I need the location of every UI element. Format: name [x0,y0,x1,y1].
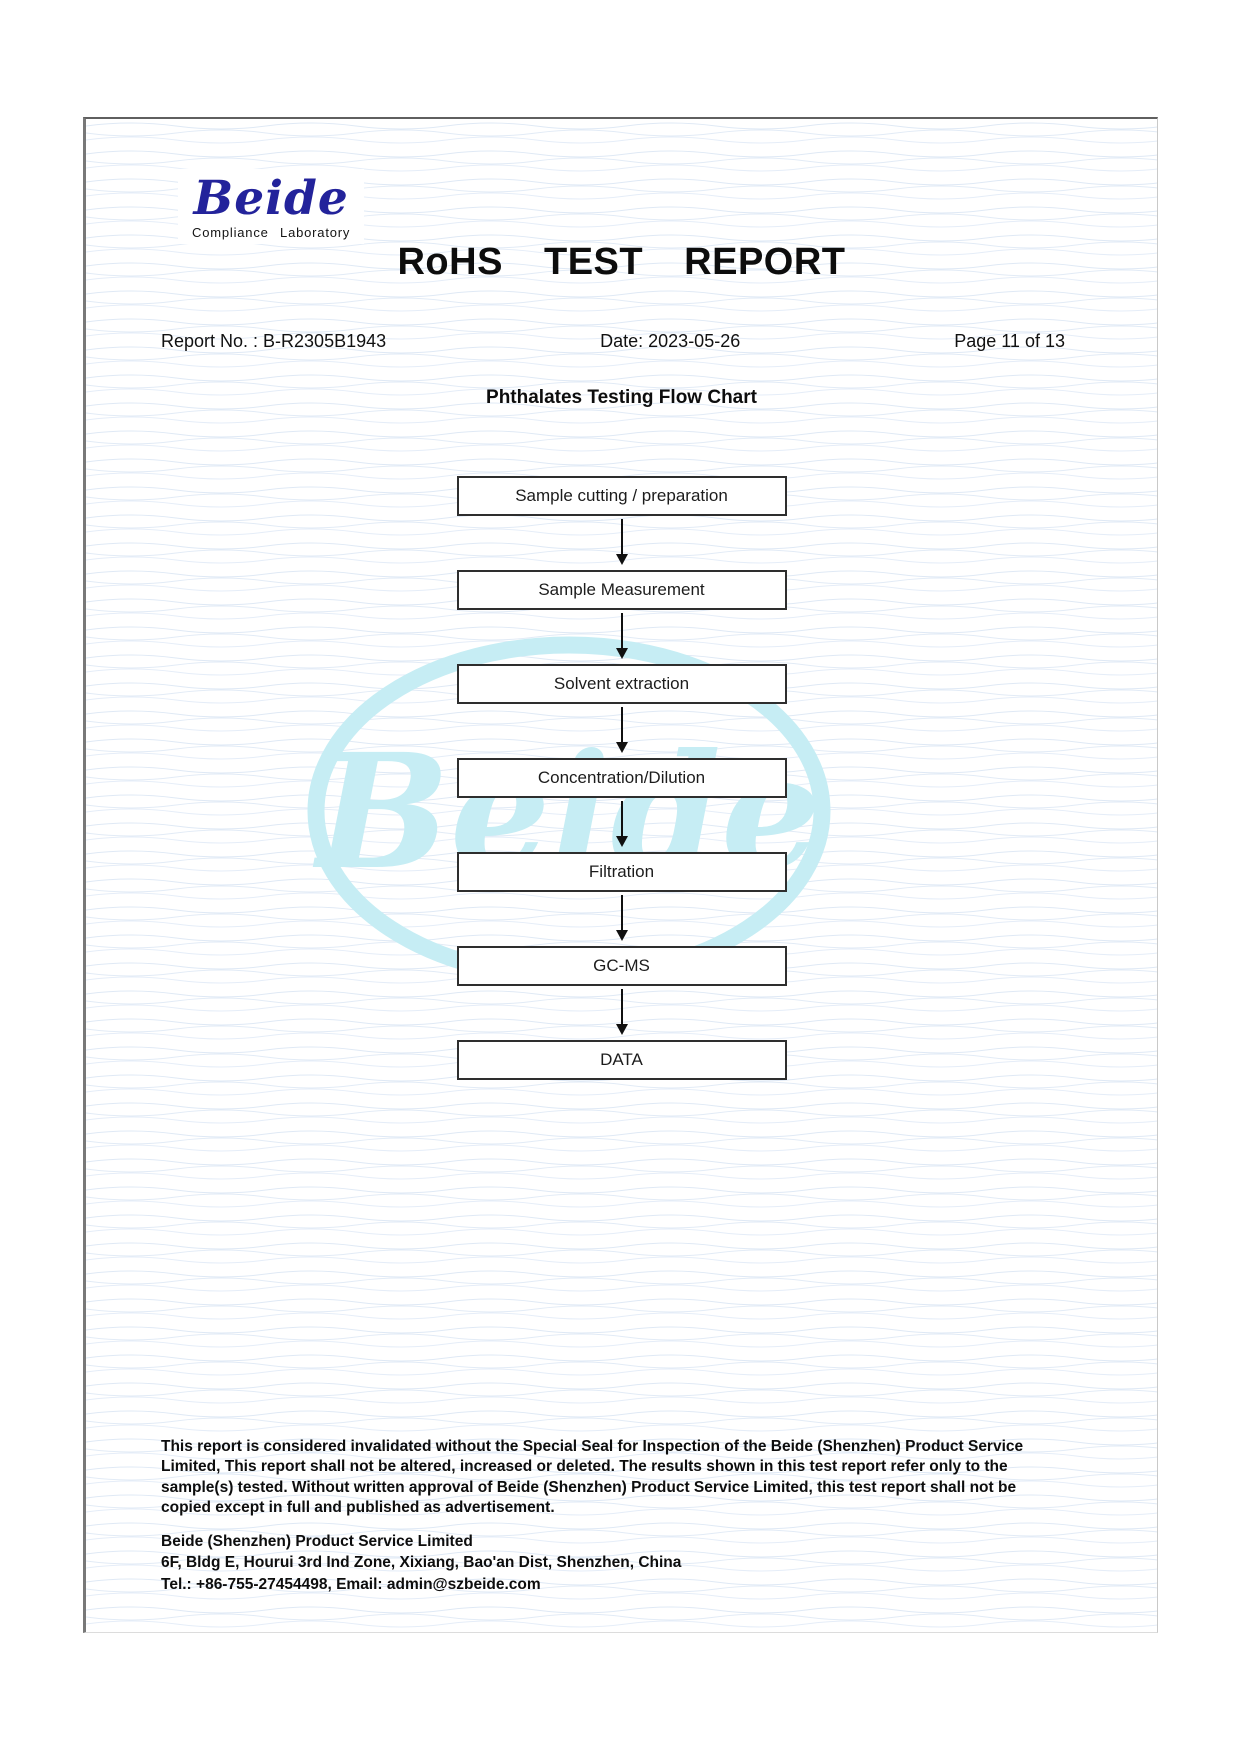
report-date: Date: 2023-05-26 [600,331,741,351]
arrow-down-icon [615,704,628,758]
arrow-down-icon [615,892,628,946]
company-address: 6F, Bldg E, Hourui 3rd Ind Zone, Xixiang… [161,1554,682,1572]
flow-step-sample-measurement: Sample Measurement [456,570,787,610]
page-indicator: Page 11 of 13 [954,331,1065,351]
flowchart-title: Phthalates Testing Flow Chart [486,387,757,408]
company-name: Beide (Shenzhen) Product Service Limited [161,1533,473,1550]
company-logo: Beide Compliance Laboratory [178,169,365,244]
report-disclaimer: This report is considered invalidated wi… [161,1438,1024,1517]
flow-step-data: DATA [456,1040,787,1080]
arrow-down-icon [615,986,628,1040]
report-number: Report No. : B-R2305B1943 [161,331,387,351]
flow-step-solvent-extraction: Solvent extraction [456,664,787,704]
phthalates-flowchart: Sample cutting / preparation Sample Meas… [86,476,1157,1080]
flow-step-concentration-dilution: Concentration/Dilution [456,758,787,798]
report-page: Beide Beide Compliance Laboratory RoHS T… [83,117,1158,1633]
company-address-block: Beide (Shenzhen) Product Service Limited… [161,1531,1061,1595]
flow-step-sample-cutting: Sample cutting / preparation [456,476,787,516]
report-title: RoHS TEST REPORT [397,241,846,283]
arrow-down-icon [615,516,628,570]
arrow-down-icon [615,798,628,852]
flow-step-gc-ms: GC-MS [456,946,787,986]
logo-brand-text: Beide [193,171,349,226]
report-meta-row: Report No. : B-R2305B1943 Date: 2023-05-… [86,331,1157,352]
company-contact: Tel.: +86-755-27454498, Email: admin@szb… [161,1575,541,1593]
flow-step-filtration: Filtration [456,852,787,892]
arrow-down-icon [615,610,628,664]
logo-subtitle: Compliance Laboratory [192,225,351,240]
